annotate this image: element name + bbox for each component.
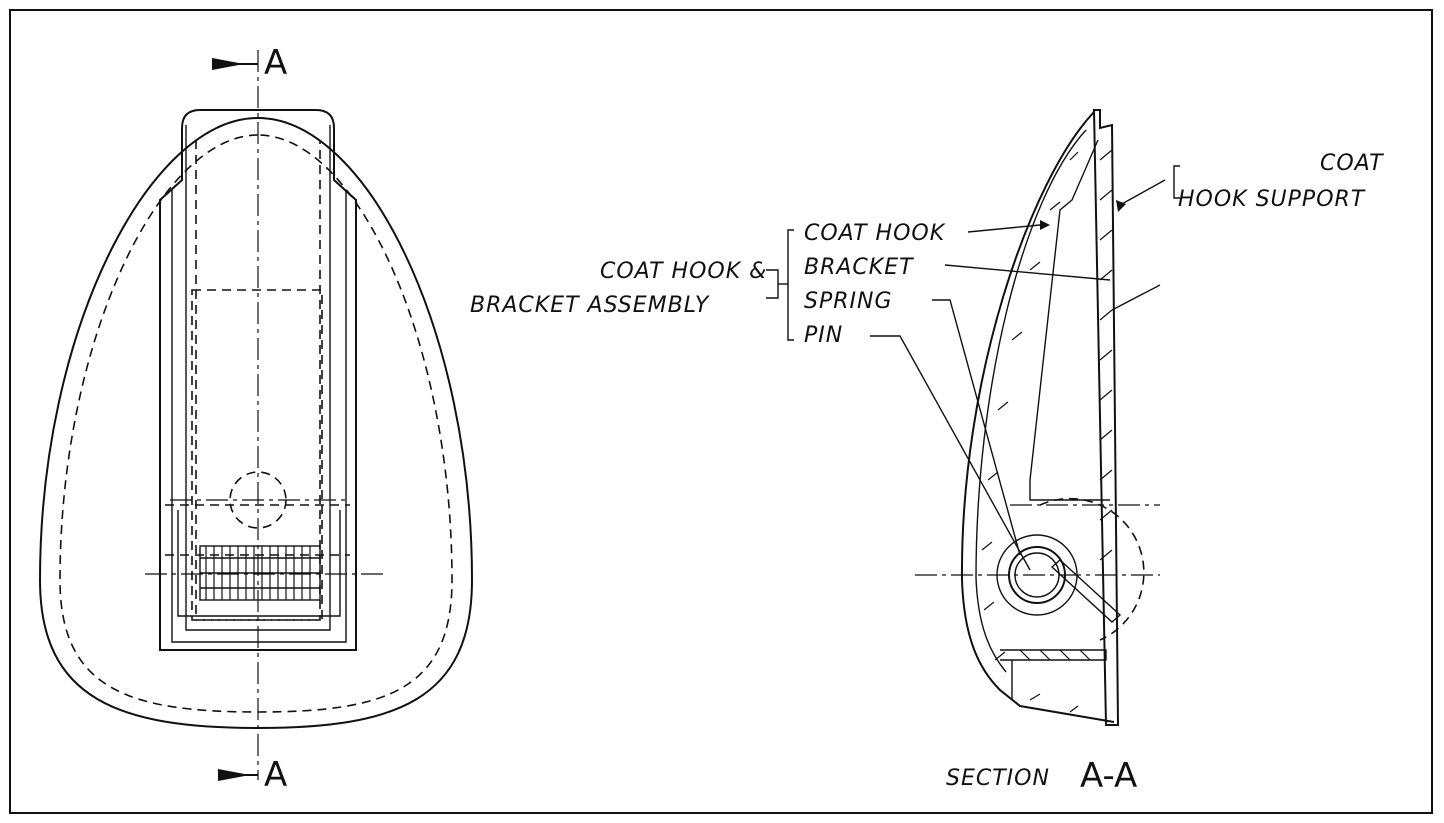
section-marker-bottom: A xyxy=(218,755,287,795)
label-coat-hook: COAT HOOK xyxy=(804,221,946,246)
coat-hook-body xyxy=(960,111,1115,723)
support-brace xyxy=(1173,165,1180,199)
section-view xyxy=(766,109,1180,726)
hook-plate xyxy=(159,109,357,651)
leader-pin xyxy=(870,335,1031,571)
section-marker-top: A xyxy=(212,43,287,83)
leader-coat-hook xyxy=(967,224,1041,233)
leader-bracket xyxy=(944,264,1111,281)
label-spring: SPRING xyxy=(804,289,893,314)
hook-support-plate xyxy=(1092,109,1120,726)
drawing-border xyxy=(9,9,1433,814)
spring-arm xyxy=(1050,559,1122,623)
label-assembly-line2: BRACKET ASSEMBLY xyxy=(470,293,710,318)
label-support-line2: HOOK SUPPORT xyxy=(1178,187,1366,212)
leader-support xyxy=(1119,179,1166,206)
body-inner-outline xyxy=(59,134,453,713)
leader-spring xyxy=(932,299,1021,556)
assembly-brace xyxy=(787,229,794,341)
label-section-word: SECTION xyxy=(946,766,1050,791)
section-marker-top-label: A xyxy=(264,43,287,83)
label-section-id: A-A xyxy=(1080,756,1137,796)
bracket-section xyxy=(1029,139,1110,501)
swing-arc xyxy=(1039,497,1145,641)
section-marker-bottom-label: A xyxy=(264,755,287,795)
spring-coils xyxy=(199,545,321,601)
label-assembly-line1: COAT HOOK & xyxy=(600,259,767,284)
label-bracket: BRACKET xyxy=(804,255,914,280)
label-pin: PIN xyxy=(804,323,843,348)
body-outline xyxy=(38,116,474,730)
leader-bracket-support xyxy=(1111,284,1161,311)
label-support-line1: COAT xyxy=(1320,151,1384,176)
bracket-hidden-outline xyxy=(191,289,323,621)
front-view: A A xyxy=(38,43,474,795)
